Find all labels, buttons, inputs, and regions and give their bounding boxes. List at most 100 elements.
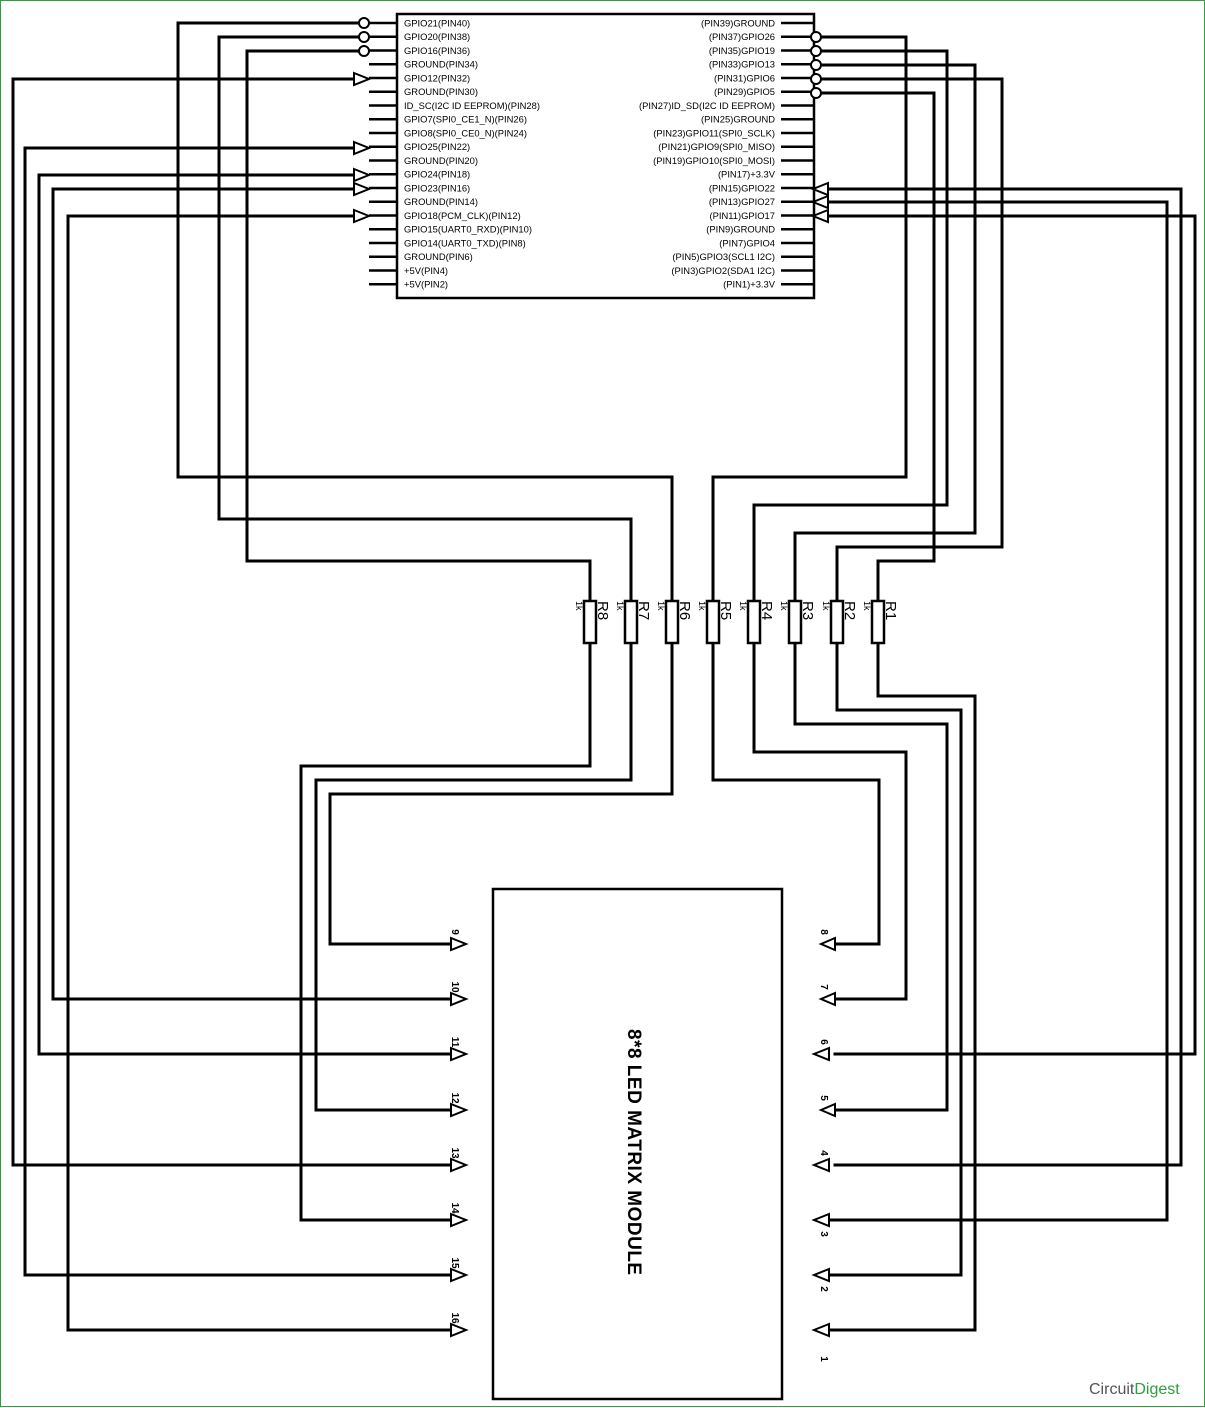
- arrow-gpio23: [353, 181, 372, 197]
- gpio-header: GPIO21(PIN40)GPIO20(PIN38)GPIO16(PIN36)G…: [369, 12, 816, 300]
- matrix-arrow: [818, 936, 836, 952]
- pin-label-left: GROUND(PIN34): [404, 59, 478, 70]
- header-markers: [353, 17, 829, 224]
- header-body: [395, 12, 816, 300]
- arrow-gpio27: [810, 194, 829, 210]
- resistor-value: 1k: [779, 601, 789, 611]
- pin-label-right: (PIN39)GROUND: [701, 17, 775, 28]
- arrow-gpio18: [353, 208, 372, 224]
- pin-label-right: (PIN35)GPIO19: [709, 45, 775, 56]
- matrix-pin-number: 10: [449, 981, 460, 993]
- matrix-pin-number: 13: [449, 1147, 460, 1159]
- resistor-name: R7: [635, 601, 652, 620]
- matrix-arrow: [811, 1322, 830, 1338]
- pin-label-right: (PIN19)GPIO10(SPI0_MOSI): [653, 155, 775, 166]
- wire-gpio24: [37, 173, 453, 1056]
- resistor-r5: R5 1k: [697, 599, 734, 645]
- resistor-r4: R4 1k: [738, 599, 775, 645]
- pin-label-right: (PIN7)GPIO4: [719, 237, 775, 248]
- wire-gpio17: [826, 214, 1197, 1056]
- pin-label-left: GROUND(PIN20): [404, 155, 478, 166]
- wire-r7-pin12: [314, 619, 633, 1112]
- pin-label-left: GPIO15(UART0_RXD)(PIN10): [404, 224, 532, 235]
- wire-gpio13: [793, 63, 977, 615]
- matrix-arrow: [811, 1212, 830, 1228]
- pin-label-right: (PIN5)GPIO3(SCL1 I2C): [672, 251, 775, 262]
- resistor-value: 1k: [738, 601, 748, 611]
- arrow-gpio17: [810, 208, 829, 224]
- matrix-pin-number: 7: [818, 984, 829, 990]
- arrow-gpio12: [353, 71, 372, 87]
- bubble-gpio5: [810, 87, 822, 99]
- wires: [11, 21, 1197, 1332]
- resistor-body: [787, 599, 803, 645]
- matrix-pin-number: 1: [818, 1356, 829, 1362]
- arrow-gpio22: [810, 181, 829, 197]
- pin-label-left: ID_SC(I2C ID EEPROM)(PIN28): [404, 100, 540, 111]
- matrix-arrow: [450, 1157, 469, 1173]
- brand-part2: Digest: [1134, 1381, 1180, 1398]
- wire-gpio26: [711, 35, 908, 615]
- resistor-name: R5: [717, 601, 734, 620]
- pin-label-right: (PIN21)GPIO9(SPI0_MISO): [658, 141, 775, 152]
- pin-label-right: (PIN15)GPIO22: [709, 182, 775, 193]
- bubble-gpio13: [810, 59, 822, 71]
- svg-text:CircuitDigest: CircuitDigest: [1089, 1381, 1180, 1398]
- pin-label-right: (PIN29)GPIO5: [714, 86, 775, 97]
- matrix-pin-number: 15: [449, 1257, 460, 1269]
- matrix-arrow: [450, 936, 469, 952]
- pin-label-left: GPIO21(PIN40): [404, 17, 470, 28]
- matrix-arrow: [450, 1212, 469, 1228]
- matrix-pin-number: 16: [449, 1312, 460, 1324]
- pin-label-left: GROUND(PIN30): [404, 86, 478, 97]
- matrix-pin-number: 4: [818, 1150, 829, 1156]
- matrix-body: [491, 887, 784, 1401]
- wire-r6-pin9: [328, 619, 674, 946]
- resistor-body: [829, 599, 845, 645]
- resistor-name: R8: [594, 601, 611, 620]
- bubble-gpio16: [358, 45, 370, 57]
- resistor-name: R4: [758, 601, 775, 620]
- matrix-arrow: [818, 1102, 836, 1118]
- matrix-pin-number: 11: [449, 1037, 460, 1048]
- pin-label-left: GPIO8(SPI0_CE0_N)(PIN24): [404, 127, 527, 138]
- wire-r2-pin2: [827, 619, 963, 1277]
- matrix-pin-number: 2: [818, 1286, 829, 1292]
- wire-gpio6: [820, 77, 1004, 615]
- matrix-arrow: [450, 1046, 469, 1062]
- header-left-pins: GPIO21(PIN40)GPIO20(PIN38)GPIO16(PIN36)G…: [369, 17, 540, 290]
- pin-label-right: (PIN25)GROUND: [701, 114, 775, 125]
- matrix-pin-number: 6: [818, 1039, 829, 1045]
- wire-gpio16: [245, 49, 592, 615]
- matrix-arrow: [450, 1322, 469, 1338]
- wire-r3-pin5: [793, 619, 949, 1112]
- header-right-pins: (PIN39)GROUND(PIN37)GPIO26(PIN35)GPIO19(…: [639, 17, 814, 290]
- bubble-gpio26: [810, 31, 822, 43]
- resistor-value: 1k: [697, 601, 707, 611]
- resistor-name: R2: [841, 601, 858, 620]
- matrix-title: 8*8 LED MATRIX MODULE: [623, 1029, 644, 1276]
- pin-label-right: (PIN3)GPIO2(SDA1 I2C): [671, 265, 775, 276]
- pin-label-left: GPIO14(UART0_TXD)(PIN8): [404, 237, 526, 248]
- wire-gpio20: [217, 35, 633, 615]
- matrix-arrow: [450, 1102, 469, 1118]
- matrix-arrow: [811, 1267, 830, 1283]
- wire-gpio22: [826, 187, 1183, 1167]
- pin-label-right: (PIN17)+3.3V: [718, 169, 776, 180]
- wire-gpio18: [66, 214, 453, 1332]
- resistor-name: R6: [676, 601, 693, 620]
- pin-label-left: GROUND(PIN6): [404, 251, 473, 262]
- resistor-body: [705, 599, 721, 645]
- wire-gpio27: [826, 200, 1169, 1222]
- arrow-gpio24: [353, 167, 372, 183]
- pin-label-right: (PIN27)ID_SD(I2C ID EEPROM): [639, 100, 775, 111]
